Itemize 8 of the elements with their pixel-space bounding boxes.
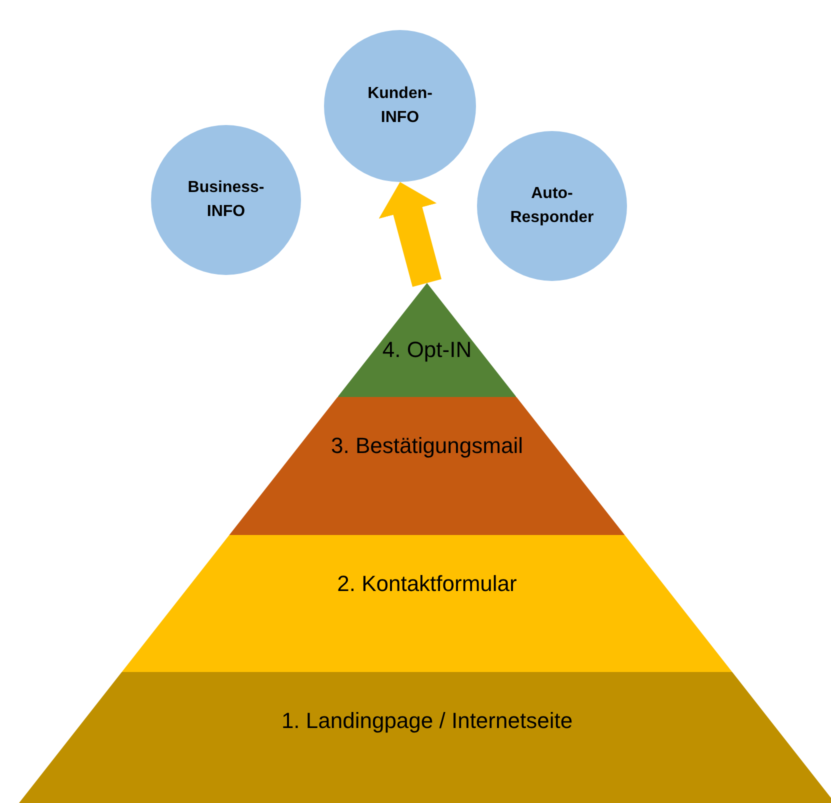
level-label: 2. Kontaktformular bbox=[337, 571, 517, 597]
level-label: 3. Bestätigungsmail bbox=[330, 433, 523, 459]
circle-label: Auto- Responder bbox=[509, 184, 595, 228]
circle-label: Kunden- INFO bbox=[366, 84, 434, 128]
circle-label: Business- INFO bbox=[186, 178, 266, 222]
level-label: 1. Landingpage / Internetseite bbox=[281, 708, 573, 734]
level-label: 4. Opt-IN bbox=[382, 337, 472, 363]
pyramid-level bbox=[19, 672, 831, 803]
